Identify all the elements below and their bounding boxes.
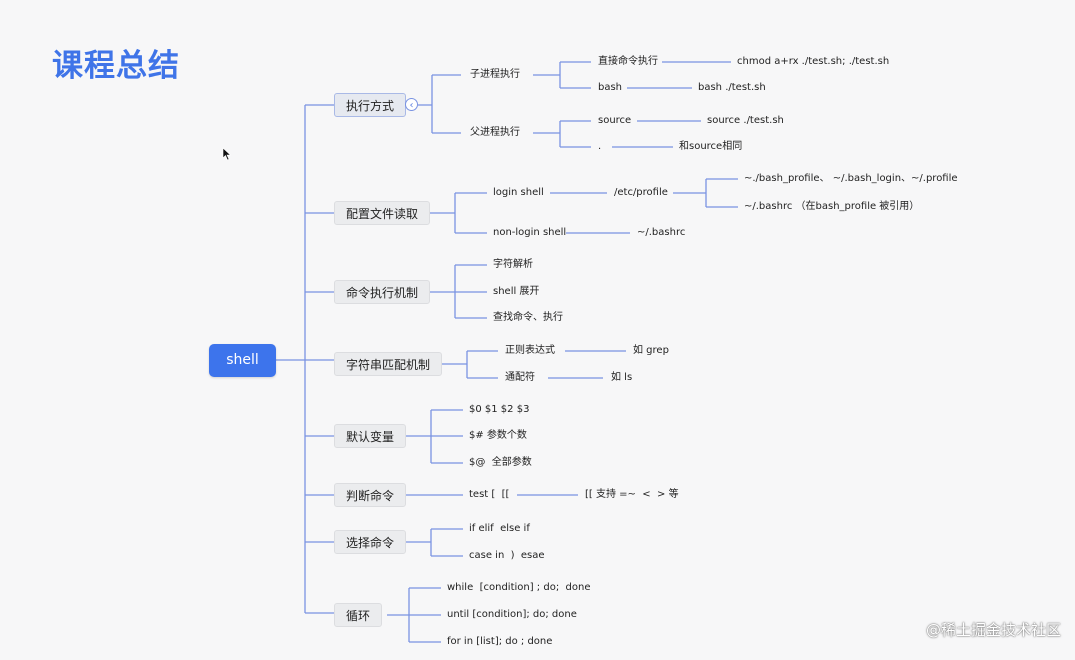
node-match-regex-eg[interactable]: 如 grep — [633, 345, 669, 356]
node-exec-source-cmd[interactable]: source ./test.sh — [707, 115, 784, 126]
page-title: 课程总结 — [52, 48, 180, 84]
node-exec-child[interactable]: 子进程执行 — [470, 69, 520, 80]
node-match-regex[interactable]: 正则表达式 — [505, 345, 555, 356]
node-exec-dot[interactable]: . — [598, 141, 602, 152]
node-exec-source[interactable]: source — [598, 115, 632, 126]
node-test-support[interactable]: [[ 支持 =~ < > 等 — [585, 489, 679, 500]
branch-test-cmd[interactable]: 判断命令 — [334, 483, 407, 507]
node-cfg-etc-profile[interactable]: /etc/profile — [614, 187, 668, 198]
branch-cmd-mechanism[interactable]: 命令执行机制 — [334, 280, 431, 304]
node-var-positional[interactable]: $0 $1 $2 $3 — [469, 404, 530, 415]
node-cfg-bash-profile[interactable]: ~./bash_profile、 ~/.bash_login、~/.profil… — [744, 173, 958, 184]
node-exec-parent[interactable]: 父进程执行 — [470, 127, 520, 138]
node-exec-bash[interactable]: bash — [598, 82, 623, 93]
watermark: @稀土掘金技术社区 — [925, 621, 1061, 639]
collapse-arrow-icon[interactable]: ‹ — [405, 98, 418, 111]
node-exec-direct-cmd[interactable]: chmod a+rx ./test.sh; ./test.sh — [737, 56, 890, 67]
node-cfg-bashrc[interactable]: ~/.bashrc （在bash_profile 被引用） — [744, 201, 920, 212]
branch-config-read[interactable]: 配置文件读取 — [334, 201, 431, 225]
branch-loop[interactable]: 循环 — [334, 603, 383, 627]
node-exec-dot-desc[interactable]: 和source相同 — [679, 141, 743, 152]
node-sel-if[interactable]: if elif else if — [469, 523, 530, 534]
node-mech-parse[interactable]: 字符解析 — [493, 259, 533, 270]
branch-exec-mode[interactable]: 执行方式 — [334, 93, 407, 117]
node-sel-case[interactable]: case in ) esae — [469, 550, 545, 561]
node-mech-find[interactable]: 查找命令、执行 — [493, 312, 563, 323]
root-node-shell[interactable]: shell — [209, 344, 276, 377]
branch-default-vars[interactable]: 默认变量 — [334, 424, 407, 448]
node-var-all[interactable]: $@ 全部参数 — [469, 457, 532, 468]
branch-select-cmd[interactable]: 选择命令 — [334, 530, 407, 554]
node-exec-direct[interactable]: 直接命令执行 — [598, 56, 658, 67]
node-match-glob[interactable]: 通配符 — [505, 372, 535, 383]
node-var-count[interactable]: $# 参数个数 — [469, 430, 527, 441]
node-exec-bash-cmd[interactable]: bash ./test.sh — [698, 82, 766, 93]
node-loop-while[interactable]: while [condition] ; do; done — [447, 582, 591, 593]
node-match-glob-eg[interactable]: 如 ls — [611, 372, 633, 383]
node-mech-expand[interactable]: shell 展开 — [493, 286, 540, 297]
node-test-cmd[interactable]: test [ [[ — [469, 489, 510, 500]
node-cfg-login[interactable]: login shell — [493, 187, 544, 198]
node-loop-for[interactable]: for in [list]; do ; done — [447, 636, 553, 647]
node-cfg-nonlogin-bashrc[interactable]: ~/.bashrc — [637, 227, 686, 238]
branch-string-match[interactable]: 字符串匹配机制 — [334, 352, 443, 376]
node-loop-until[interactable]: until [condition]; do; done — [447, 609, 577, 620]
mouse-pointer-icon — [222, 147, 232, 161]
node-cfg-nonlogin[interactable]: non-login shell — [493, 227, 567, 238]
